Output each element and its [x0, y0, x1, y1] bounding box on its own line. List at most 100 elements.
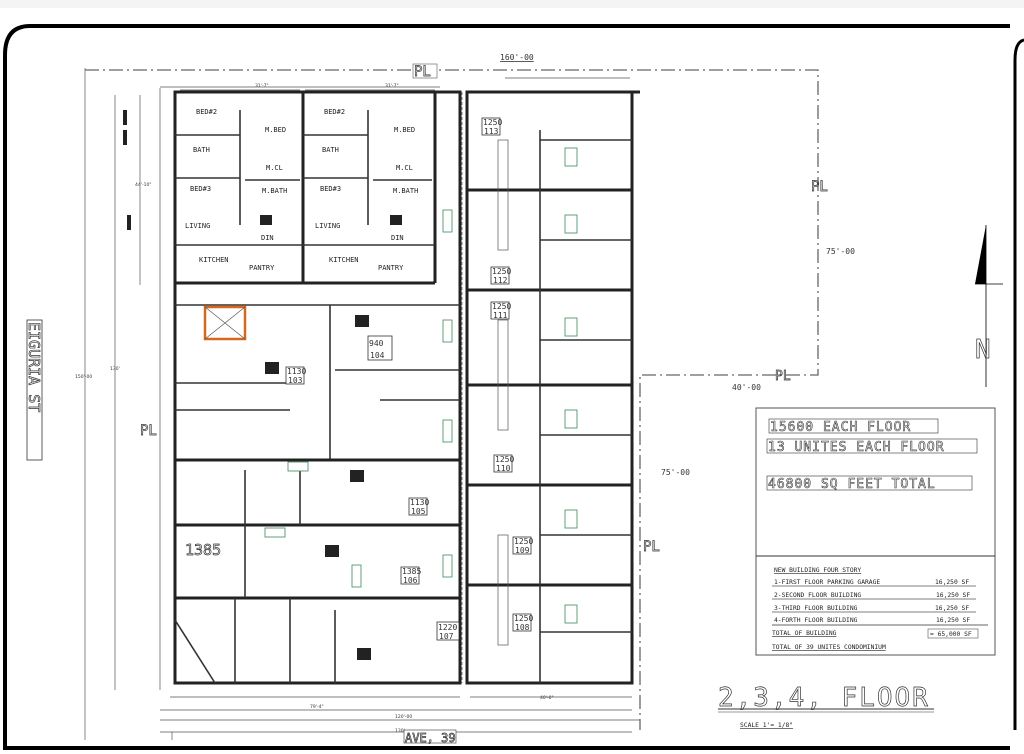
svg-text:110: 110	[496, 464, 511, 473]
svg-text:106: 106	[403, 576, 418, 585]
table-row: 4-FORTH FLOOR BUILDING 16,250 SF	[774, 617, 970, 624]
pl-label: PL	[775, 369, 791, 384]
svg-text:1220: 1220	[438, 623, 457, 632]
svg-text:16,250 SF: 16,250 SF	[935, 579, 969, 586]
sheet-border	[3, 24, 1010, 750]
north-arrow-icon: N	[975, 225, 1003, 387]
room-label: BATH	[322, 146, 339, 154]
table-units-total: TOTAL OF 39 UNITES CONDOMINIUM	[772, 644, 886, 651]
table-total-value: = 65,000 SF	[930, 631, 972, 638]
room-label: M.BATH	[393, 187, 418, 195]
drawing-title: 2,3,4, FLOOR SCALE 1'= 1/8"	[718, 683, 934, 729]
dim-right-upper: 75'-00	[826, 247, 855, 256]
svg-text:113: 113	[484, 127, 499, 136]
dim-left-upper: 44'-10"	[135, 182, 151, 188]
room-label: BED#3	[190, 185, 211, 193]
table-total-label: TOTAL OF BUILDING	[772, 630, 837, 637]
property-line	[85, 69, 819, 730]
svg-text:3-THIRD FLOOR BUILDING: 3-THIRD FLOOR BUILDING	[774, 605, 858, 612]
dim-bottom-1: 79'-4"	[310, 704, 324, 710]
pl-marker-top: PL	[412, 64, 438, 80]
building-walls	[173, 90, 640, 685]
unit-tags-left: 940 104 1130 103 1130 105 1385 106 1220 …	[185, 335, 460, 641]
fixtures	[123, 92, 578, 683]
svg-text:1130: 1130	[410, 498, 429, 507]
dimension-lines	[84, 68, 640, 740]
pl-marker-right: PL PL PL PL	[140, 179, 829, 556]
street-label-bottom: AVE, 39	[405, 731, 456, 745]
svg-text:16,250 SF: 16,250 SF	[935, 605, 969, 612]
svg-text:1250: 1250	[514, 537, 533, 546]
room-label: KITCHEN	[329, 256, 359, 264]
room-label: BED#2	[196, 108, 217, 116]
svg-text:105: 105	[411, 507, 426, 516]
summary-line-3: 46800 SQ FEET TOTAL	[768, 477, 936, 492]
room-label: DIN	[391, 234, 404, 242]
summary-box: 15600 EACH FLOOR 13 UNITES EACH FLOOR 46…	[755, 407, 996, 656]
svg-text:1250: 1250	[514, 614, 533, 623]
dim-top-units: 31'-7"	[385, 83, 399, 89]
room-label: LIVING	[185, 222, 210, 230]
dim-right-lower: 75'-00	[661, 468, 690, 477]
table-row: 2-SECOND FLOOR BUILDING 16,250 SF	[774, 592, 970, 599]
svg-text:109: 109	[515, 546, 530, 555]
room-label: M.BED	[265, 126, 286, 134]
table-header: NEW BUILDING FOUR STORY	[774, 567, 861, 574]
unit-103: 1130 103	[285, 366, 306, 385]
svg-text:1250: 1250	[492, 302, 511, 311]
svg-text:1250: 1250	[495, 455, 514, 464]
dim-bottom-2: 120'-00	[395, 714, 412, 720]
street-left: EIGURIA ST	[25, 319, 43, 461]
area-table: NEW BUILDING FOUR STORY 1-FIRST FLOOR PA…	[772, 567, 988, 651]
room-label: BED#2	[324, 108, 345, 116]
room-label: BED#3	[320, 185, 341, 193]
svg-text:2-SECOND FLOOR BUILDING: 2-SECOND FLOOR BUILDING	[774, 592, 861, 599]
svg-text:16,250 SF: 16,250 SF	[936, 592, 970, 599]
scale-text: SCALE 1'= 1/8"	[740, 722, 793, 729]
unit-104: 940 104	[367, 335, 393, 361]
table-row: 3-THIRD FLOOR BUILDING 16,250 SF	[774, 605, 969, 612]
room-label: DIN	[261, 234, 274, 242]
street-label-left: EIGURIA ST	[25, 322, 43, 412]
dim-bottom-right: 40'-0"	[540, 695, 554, 701]
room-label: BATH	[193, 146, 210, 154]
room-label: LIVING	[315, 222, 340, 230]
dim-top-total: 160'-00	[500, 53, 534, 62]
north-label: N	[975, 335, 991, 365]
title-text: 2,3,4, FLOOR	[718, 683, 930, 713]
svg-text:1-FIRST FLOOR PARKING GARAGE: 1-FIRST FLOOR PARKING GARAGE	[774, 579, 880, 586]
unit-105: 1130 105	[408, 497, 429, 516]
unit-106: 1385 106	[400, 566, 421, 585]
room-label: KITCHEN	[199, 256, 229, 264]
street-bottom: AVE, 39	[403, 729, 457, 745]
room-label: M.BED	[394, 126, 415, 134]
table-row: 1-FIRST FLOOR PARKING GARAGE 16,250 SF	[774, 579, 969, 586]
dim-bottom-3: 130'	[395, 728, 405, 734]
svg-text:1385: 1385	[402, 567, 421, 576]
svg-text:111: 111	[493, 311, 508, 320]
svg-text:108: 108	[515, 623, 530, 632]
next-sheet-border	[1013, 38, 1024, 730]
svg-text:940: 940	[369, 339, 384, 348]
pl-label: PL	[643, 539, 660, 555]
room-label: PANTRY	[249, 264, 275, 272]
big-area-label: 1385	[185, 541, 221, 559]
svg-text:1250: 1250	[483, 118, 502, 127]
top-strip	[0, 0, 1024, 8]
room-label: PANTRY	[378, 264, 404, 272]
pl-label: PL	[414, 64, 431, 80]
svg-text:16,250 SF: 16,250 SF	[936, 617, 970, 624]
svg-text:4-FORTH FLOOR BUILDING: 4-FORTH FLOOR BUILDING	[774, 617, 858, 624]
dim-notch: 40'-00	[732, 383, 761, 392]
svg-text:103: 103	[288, 376, 303, 385]
dim-top-units: 31'-7"	[255, 83, 269, 89]
stair-highlight	[203, 305, 247, 341]
svg-text:107: 107	[439, 632, 454, 641]
